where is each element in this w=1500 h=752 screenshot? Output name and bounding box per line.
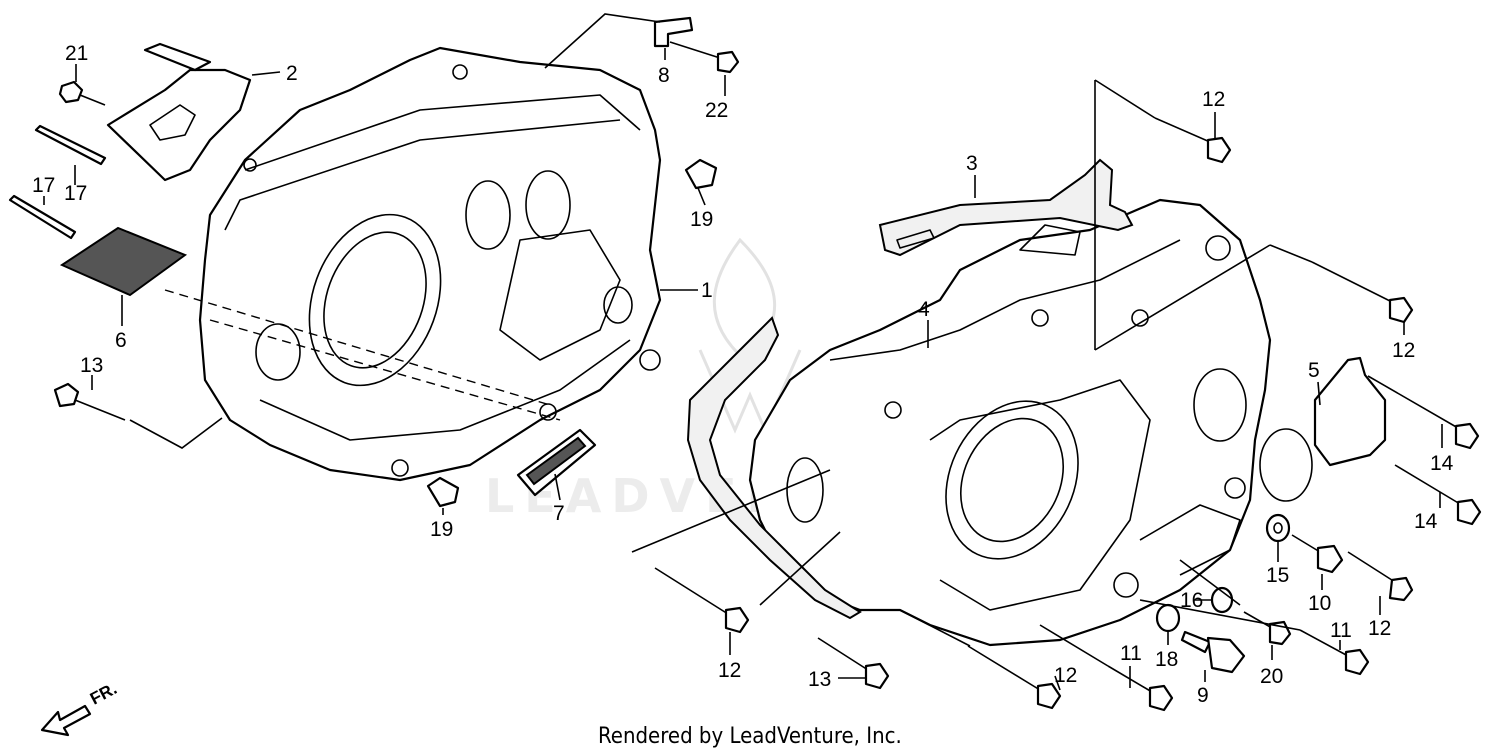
callout-16: 16 <box>1180 589 1203 612</box>
callout-4: 4 <box>918 298 930 321</box>
dowel-19b[interactable] <box>426 476 460 508</box>
callout-5: 5 <box>1308 359 1320 382</box>
callout-18: 18 <box>1155 648 1178 671</box>
bolt-11-right[interactable] <box>1299 629 1370 676</box>
stud-17b[interactable] <box>8 194 77 240</box>
right-crankcase[interactable] <box>748 198 1313 647</box>
bolt-9[interactable] <box>1180 630 1246 674</box>
callout-1: 1 <box>701 279 713 302</box>
bolt-14b[interactable] <box>1394 464 1482 526</box>
callout-labels: 21 2 17 17 6 1 13 19 19 7 8 22 3 12 4 12… <box>32 42 1454 707</box>
callout-8: 8 <box>658 64 670 87</box>
callout-9: 9 <box>1197 684 1209 707</box>
callout-14a: 14 <box>1430 452 1454 475</box>
bolt-22[interactable] <box>669 41 740 74</box>
callout-20: 20 <box>1260 665 1283 688</box>
washer-15[interactable] <box>1265 513 1291 543</box>
part-6-filter-screen[interactable] <box>59 226 188 297</box>
part-3-bracket[interactable] <box>878 158 1134 257</box>
bolt-12-bottom[interactable] <box>967 645 1062 710</box>
bolt-12-left[interactable] <box>654 567 750 634</box>
bolt-14a[interactable] <box>1367 375 1480 450</box>
callout-12a: 12 <box>1202 88 1225 111</box>
part-2-cover-plate[interactable] <box>106 42 252 182</box>
footer-credit: Rendered by LeadVenture, Inc. <box>598 724 902 749</box>
front-arrow-label: FR. <box>87 679 120 709</box>
callout-2: 2 <box>286 62 298 85</box>
gasket[interactable] <box>686 316 862 620</box>
washer-18[interactable] <box>1155 603 1181 633</box>
callout-11b: 11 <box>1120 642 1142 665</box>
front-direction-arrow: FR. <box>40 679 120 737</box>
bolt-12-right[interactable] <box>1311 261 1414 324</box>
leader-lines <box>43 13 1443 691</box>
callout-12c: 12 <box>1368 617 1391 640</box>
part-7-strainer[interactable] <box>516 428 597 497</box>
left-crankcase[interactable] <box>198 46 662 482</box>
callout-13b: 13 <box>808 668 831 691</box>
bolt-10[interactable] <box>1291 534 1344 574</box>
callout-17a: 17 <box>64 182 87 205</box>
bolt-20[interactable] <box>1243 611 1292 646</box>
callout-17b: 17 <box>32 174 55 197</box>
bolt-11-bottom[interactable] <box>1107 665 1174 712</box>
part-5-cover[interactable] <box>1313 356 1387 467</box>
bolt-13-right[interactable] <box>817 637 890 690</box>
callout-22: 22 <box>705 99 728 122</box>
dowel-19a[interactable] <box>684 158 718 190</box>
callout-13a: 13 <box>80 354 103 377</box>
stud-17a[interactable] <box>34 124 107 166</box>
callout-19b: 19 <box>430 518 453 541</box>
callout-12e: 12 <box>718 659 741 682</box>
bolt-12-top[interactable] <box>1154 117 1232 164</box>
callout-12d: 12 <box>1054 664 1077 687</box>
callout-11a: 11 <box>1330 619 1352 642</box>
part-8-bracket[interactable] <box>653 16 694 48</box>
callout-3: 3 <box>966 152 978 175</box>
callout-15: 15 <box>1266 564 1289 587</box>
bolt-21[interactable] <box>58 80 106 106</box>
callout-19a: 19 <box>690 208 713 231</box>
callout-12b: 12 <box>1392 339 1415 362</box>
callout-14b: 14 <box>1414 510 1438 533</box>
callout-7: 7 <box>553 502 565 525</box>
callout-6: 6 <box>115 329 127 352</box>
bolt-12-mid[interactable] <box>1347 551 1414 602</box>
callout-10: 10 <box>1308 592 1331 615</box>
bolt-13-left[interactable] <box>53 382 126 421</box>
callout-21: 21 <box>65 42 88 65</box>
